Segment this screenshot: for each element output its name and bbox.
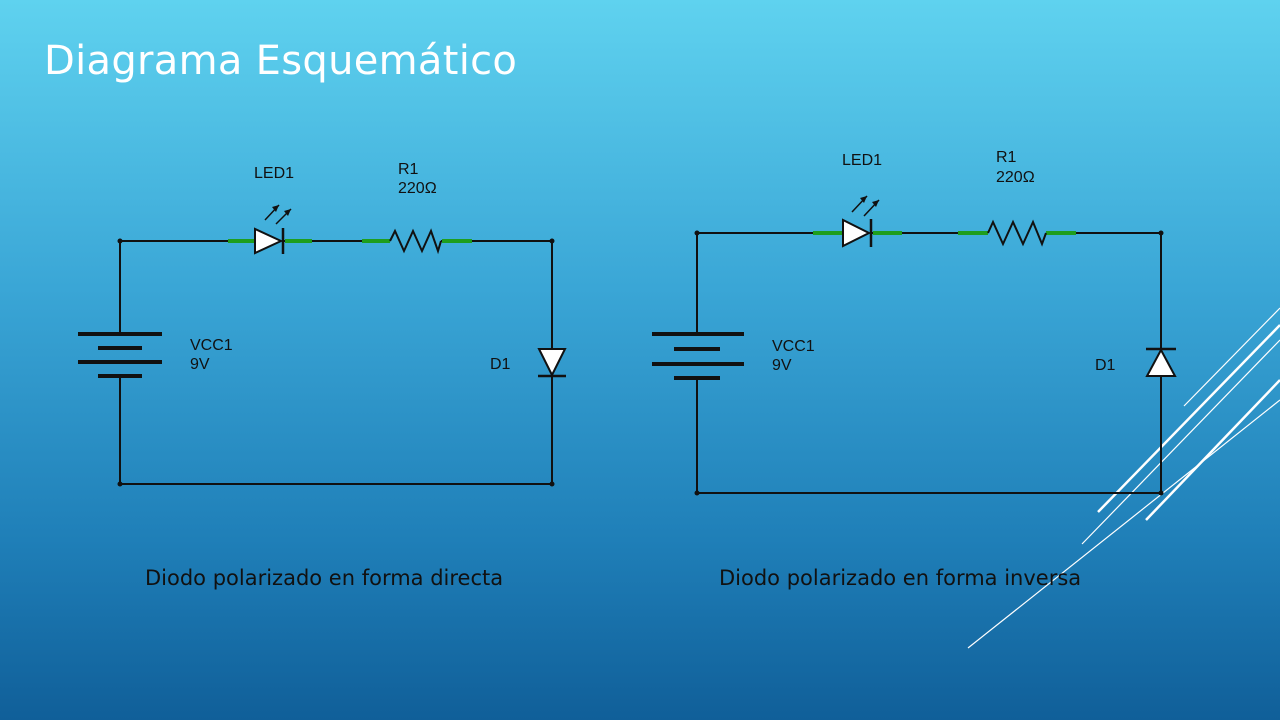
source-value: 9V — [772, 357, 792, 374]
source-value: 9V — [190, 356, 210, 373]
resistor-label: R1 — [398, 161, 419, 178]
caption-reverse: Diodo polarizado en forma inversa — [719, 566, 1082, 590]
led-symbol — [254, 204, 292, 255]
resistor-value: 220Ω — [398, 180, 437, 197]
source-label: VCC1 — [190, 337, 233, 354]
caption-forward: Diodo polarizado en forma directa — [145, 566, 504, 590]
circuit-wires — [119, 240, 553, 485]
decorative-lines — [967, 307, 1280, 649]
circuit-reverse: LED1 R1 220Ω VCC1 9V D1 — [652, 149, 1177, 496]
resistor-value: 220Ω — [996, 169, 1035, 186]
circuit-wires — [696, 232, 1162, 494]
battery-symbol — [78, 332, 162, 378]
diode-symbol — [1145, 347, 1177, 377]
slide-title: Diagrama Esquemático — [44, 38, 518, 84]
resistor-symbol — [389, 228, 442, 255]
resistor-symbol — [987, 219, 1047, 247]
diode-symbol — [537, 348, 567, 378]
junction-dots — [694, 230, 1164, 496]
junction-dots — [117, 238, 555, 487]
diode-label: D1 — [490, 356, 511, 373]
led-label: LED1 — [254, 165, 294, 182]
source-label: VCC1 — [772, 338, 815, 355]
battery-symbol — [652, 332, 744, 380]
resistor-label: R1 — [996, 149, 1017, 166]
diode-label: D1 — [1095, 357, 1116, 374]
led-label: LED1 — [842, 152, 882, 169]
circuit-forward: LED1 R1 220Ω VCC1 9V D1 — [78, 161, 567, 487]
led-symbol — [842, 195, 880, 248]
